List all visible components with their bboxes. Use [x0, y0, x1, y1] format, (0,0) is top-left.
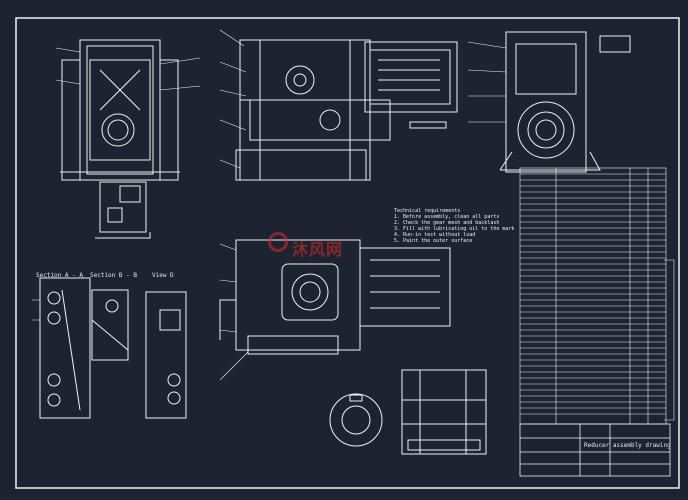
note-line: 4. Run-in test without load [394, 232, 476, 238]
section-b-label: Section B - B [90, 272, 137, 279]
middle-motor-assembly [219, 239, 451, 355]
section-a-label: Section A - A [36, 272, 83, 279]
note-line: 3. Fill with lubricating oil to the mark [394, 226, 515, 232]
title-block [519, 423, 671, 477]
parts-list-rows [520, 173, 666, 415]
leader-lines [32, 29, 507, 381]
title-block-text: Reducer assembly drawing [584, 442, 671, 449]
view-d-label: View D [152, 272, 174, 279]
technical-notes: Technical requirements 1. Before assembl… [394, 208, 514, 244]
notes-title: Technical requirements [394, 208, 461, 214]
watermark-logo-icon [268, 232, 288, 252]
view-d [145, 291, 187, 419]
parts-list-table [519, 167, 675, 425]
section-a-view [39, 277, 91, 419]
drawing-border [15, 17, 680, 489]
small-bracket-detail [95, 181, 151, 239]
top-left-housing-view [60, 39, 180, 181]
note-line: 5. Paint the outer surface [394, 238, 473, 244]
watermark-text: 沐风网 [292, 240, 344, 259]
section-b-view [91, 289, 129, 361]
main-gearbox-section [235, 39, 458, 181]
right-side-view [499, 31, 631, 173]
note-line: 1. Before assembly, clean all parts [394, 214, 500, 220]
note-line: 2. Check the gear mesh and backlash [394, 220, 500, 226]
bottom-gear-detail [329, 369, 487, 455]
